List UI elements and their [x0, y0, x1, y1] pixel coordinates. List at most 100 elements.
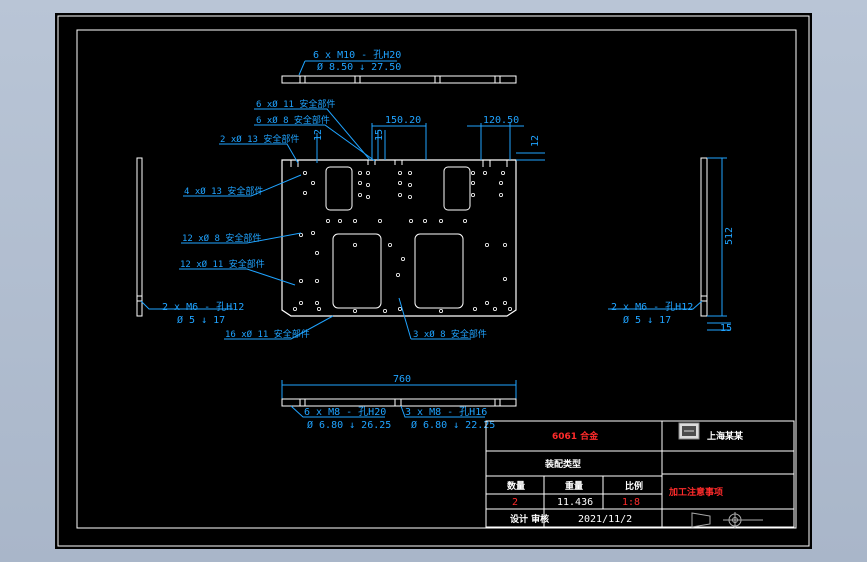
hole-mark — [498, 180, 503, 185]
hole-mark — [400, 256, 405, 261]
hole-mark — [498, 192, 503, 197]
weight-label: 重量 — [565, 480, 583, 492]
bottom-view: 760 6 x M8 - 孔H20 Ø 6.80 ↓ 26.25 3 x M8 … — [281, 374, 517, 431]
callout-6x8: 6 xØ 8 安全部件 — [256, 114, 330, 126]
hole-mark — [470, 170, 475, 175]
hole-mark — [302, 190, 307, 195]
hole-mark — [387, 242, 392, 247]
weight-value: 11.436 — [557, 497, 593, 508]
cad-drawing-viewport[interactable]: 6 x M10 - 孔H20 Ø 8.50 ↓ 27.50 150.20 120… — [55, 13, 812, 549]
mounting-holes — [292, 170, 512, 313]
window-bottom-left — [332, 233, 382, 309]
hole-mark — [314, 250, 319, 255]
hole-mark — [302, 170, 307, 175]
hole-mark — [310, 180, 315, 185]
hole-mark — [408, 218, 413, 223]
dim-12-b: 12 — [530, 135, 541, 147]
qty-label: 数量 — [507, 480, 525, 492]
dim-512: 512 — [724, 227, 735, 245]
hole-mark — [407, 170, 412, 175]
qty-value: 2 — [512, 497, 518, 508]
hole-mark — [438, 308, 443, 313]
callout-3x8: 3 xØ 8 安全部件 — [413, 328, 487, 340]
window-top-right — [443, 166, 471, 211]
hole-mark — [470, 180, 475, 185]
hole-mark — [397, 180, 402, 185]
dim-120-50: 120.50 — [483, 115, 519, 126]
right-side-view: 2 x M6 - 孔H12 Ø 5 ↓ 17 512 15 — [608, 157, 735, 334]
title-block: 6061 合金 上海某某 装配类型 数量 重量 比例 2 11.436 1:8 … — [485, 420, 795, 528]
left-hole-callout-2: Ø 5 ↓ 17 — [177, 314, 225, 326]
hole-mark — [357, 180, 362, 185]
hole-mark — [298, 300, 303, 305]
callout-4x13: 4 xØ 13 安全部件 — [184, 185, 263, 197]
hole-mark — [357, 192, 362, 197]
window-bottom-right — [414, 233, 464, 309]
top-hole-callout-1: 6 x M10 - 孔H20 — [313, 49, 401, 61]
callout-16x11: 16 xØ 11 安全部件 — [225, 328, 310, 340]
designer-label: 设计 审核 — [510, 513, 549, 525]
right-dim-15: 15 — [720, 323, 732, 334]
hole-mark — [482, 170, 487, 175]
callout-6x11: 6 xØ 11 安全部件 — [256, 98, 335, 110]
dim-150-20: 150.20 — [385, 115, 421, 126]
hole-mark — [472, 306, 477, 311]
hole-mark — [407, 182, 412, 187]
hole-mark — [438, 218, 443, 223]
bottom-callout-b-1: 3 x M8 - 孔H16 — [405, 406, 487, 418]
drawing-type: 装配类型 — [544, 458, 581, 470]
hole-mark — [484, 300, 489, 305]
hole-mark — [397, 306, 402, 311]
dim-760: 760 — [393, 374, 411, 385]
hole-mark — [397, 192, 402, 197]
right-hole-callout-2: Ø 5 ↓ 17 — [623, 314, 671, 326]
top-view: 6 x M10 - 孔H20 Ø 8.50 ↓ 27.50 — [281, 49, 517, 84]
hole-mark — [352, 218, 357, 223]
hole-mark — [325, 218, 330, 223]
hole-mark — [502, 242, 507, 247]
outer-frame — [57, 15, 810, 547]
right-hole-callout-1: 2 x M6 - 孔H12 — [611, 301, 693, 313]
first-angle-projection-icon — [691, 512, 763, 528]
front-view: 150.20 120.50 15 12 12 6 xØ 11 安全部件 6 xØ… — [179, 98, 545, 340]
top-hole-callout-2: Ø 8.50 ↓ 27.50 — [317, 61, 401, 73]
hole-mark — [377, 218, 382, 223]
hole-mark — [316, 306, 321, 311]
left-side-view: 2 x M6 - 孔H12 Ø 5 ↓ 17 — [136, 157, 244, 326]
hole-mark — [292, 306, 297, 311]
hole-mark — [500, 170, 505, 175]
hole-mark — [492, 306, 497, 311]
hole-mark — [357, 170, 362, 175]
scale-value: 1:8 — [622, 497, 640, 508]
hole-mark — [314, 300, 319, 305]
dim-15: 15 — [374, 129, 385, 141]
hole-mark — [314, 278, 319, 283]
hole-mark — [298, 278, 303, 283]
hole-mark — [365, 170, 370, 175]
hole-mark — [382, 308, 387, 313]
hole-mark — [507, 306, 512, 311]
plate-outline — [281, 159, 517, 317]
date-value: 2021/11/2 — [578, 514, 632, 525]
hole-mark — [352, 242, 357, 247]
inner-frame — [76, 29, 797, 529]
part-name: 6061 合金 — [552, 430, 599, 442]
hole-mark — [397, 170, 402, 175]
hole-mark — [407, 194, 412, 199]
hole-mark — [352, 308, 357, 313]
hole-mark — [310, 230, 315, 235]
hole-mark — [470, 192, 475, 197]
callout-12x8: 12 xØ 8 安全部件 — [182, 232, 261, 244]
left-hole-callout-1: 2 x M6 - 孔H12 — [162, 301, 244, 313]
hole-mark — [298, 232, 303, 237]
company-name: 上海某某 — [707, 430, 744, 442]
hole-mark — [337, 218, 342, 223]
hole-mark — [365, 182, 370, 187]
material-note: 加工注意事项 — [668, 486, 723, 498]
hole-mark — [484, 242, 489, 247]
hole-mark — [365, 194, 370, 199]
bottom-callout-a-2: Ø 6.80 ↓ 26.25 — [307, 419, 391, 431]
hole-mark — [502, 300, 507, 305]
bottom-callout-a-1: 6 x M8 - 孔H20 — [304, 406, 386, 418]
callout-12x11: 12 xØ 11 安全部件 — [180, 258, 265, 270]
